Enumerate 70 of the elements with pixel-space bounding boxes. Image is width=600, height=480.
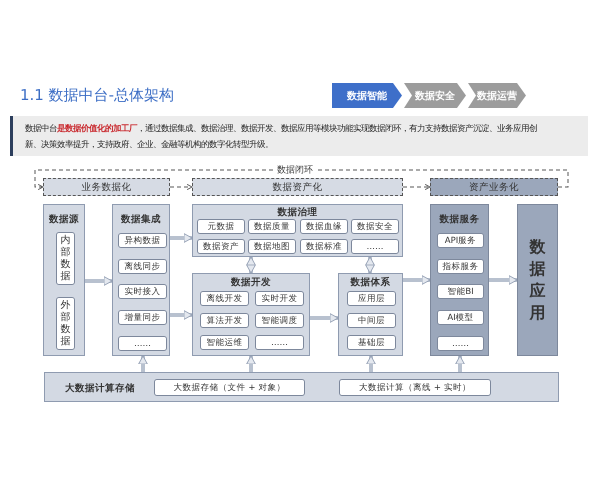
item-box: 离线开发 [200,291,249,306]
item-box: 智能运维 [200,335,249,350]
module-panel [192,204,403,257]
application-panel: 数据应用 [517,204,558,356]
item-box: 数据质量 [248,219,296,234]
item-box: 离线同步 [118,259,167,274]
item-box: 数据血缘 [300,219,348,234]
dashed-arrow [170,184,192,190]
item-box: 大数据计算（离线 + 实时） [339,379,491,396]
item-box: …… [351,239,399,254]
panel-heading: 数据开发 [230,276,272,289]
edge-label: 数据闭环 [273,164,317,176]
block-arrow [85,276,112,286]
module-panel [112,204,170,356]
block-arrow [170,310,192,320]
block-arrow [489,275,518,285]
panel-heading: 数据集成 [120,213,162,226]
block-arrow [246,256,256,274]
item-box: 指标服务 [437,259,484,274]
panel-heading: 数据治理 [276,206,318,219]
item-box: 中间层 [347,313,396,328]
panel-heading: 数据体系 [349,276,392,289]
item-box: 大数据存储（文件 + 对象） [154,379,305,396]
item-box: 数据资产 [197,239,245,254]
item-box: …… [437,336,484,351]
stage-box: 资产业务化 [430,178,558,196]
item-box: 异构数据 [118,233,167,248]
description-band: 数据中台是数据价值化的加工厂，通过数据集成、数据治理、数据开发、数据应用等模块功能实现数据闭环，有力支持数据资产沉淀、业务应用创新、决策效率提升，支持政府、企业、金融等机构的数字化转型升级。 [10,116,588,156]
step-tab: 数据智能 [332,83,402,108]
dashed-arrow [34,170,568,190]
platform-band [44,372,559,402]
item-box: 数据地图 [248,239,296,254]
block-arrow [403,275,430,285]
item-box: API服务 [437,233,484,248]
item-box: 增量同步 [118,310,167,325]
block-arrow [455,356,465,372]
dashed-arrow [402,184,430,190]
item-box: 数据标准 [300,239,348,254]
block-arrow [366,356,376,372]
stage-box: 业务数据化 [43,178,170,196]
module-panel [192,273,310,356]
item-box: …… [255,335,304,350]
item-box: 元数据 [197,219,245,234]
module-panel [338,273,403,356]
panel-heading: 数据源 [48,213,80,226]
item-box: 智能BI [437,284,484,299]
item-box: …… [118,336,167,351]
step-tab: 数据安全 [404,83,466,108]
block-arrow [246,356,256,372]
item-box: 应用层 [347,291,396,306]
item-box: AI模型 [437,310,484,325]
module-panel [430,204,489,356]
item-box: 内部数据 [56,232,75,285]
item-box: 智能调度 [255,313,304,328]
module-panel [43,204,85,356]
panel-heading: 数据服务 [438,213,480,226]
item-box: 实时接入 [118,284,167,299]
item-box: 算法开发 [200,313,249,328]
item-box: 实时开发 [255,291,304,306]
item-box: 数据安全 [351,219,399,234]
block-arrow [365,256,375,274]
block-arrow [170,233,192,243]
block-arrow [138,356,148,372]
stage-box: 数据资产化 [192,178,403,196]
page-title: 1.1 数据中台-总体架构 [20,86,174,105]
step-tab: 数据运营 [468,83,526,108]
item-box: 基础层 [347,335,396,350]
item-box: 外部数据 [56,297,75,350]
band-heading: 大数据计算存储 [65,382,135,395]
block-arrow [310,313,338,323]
